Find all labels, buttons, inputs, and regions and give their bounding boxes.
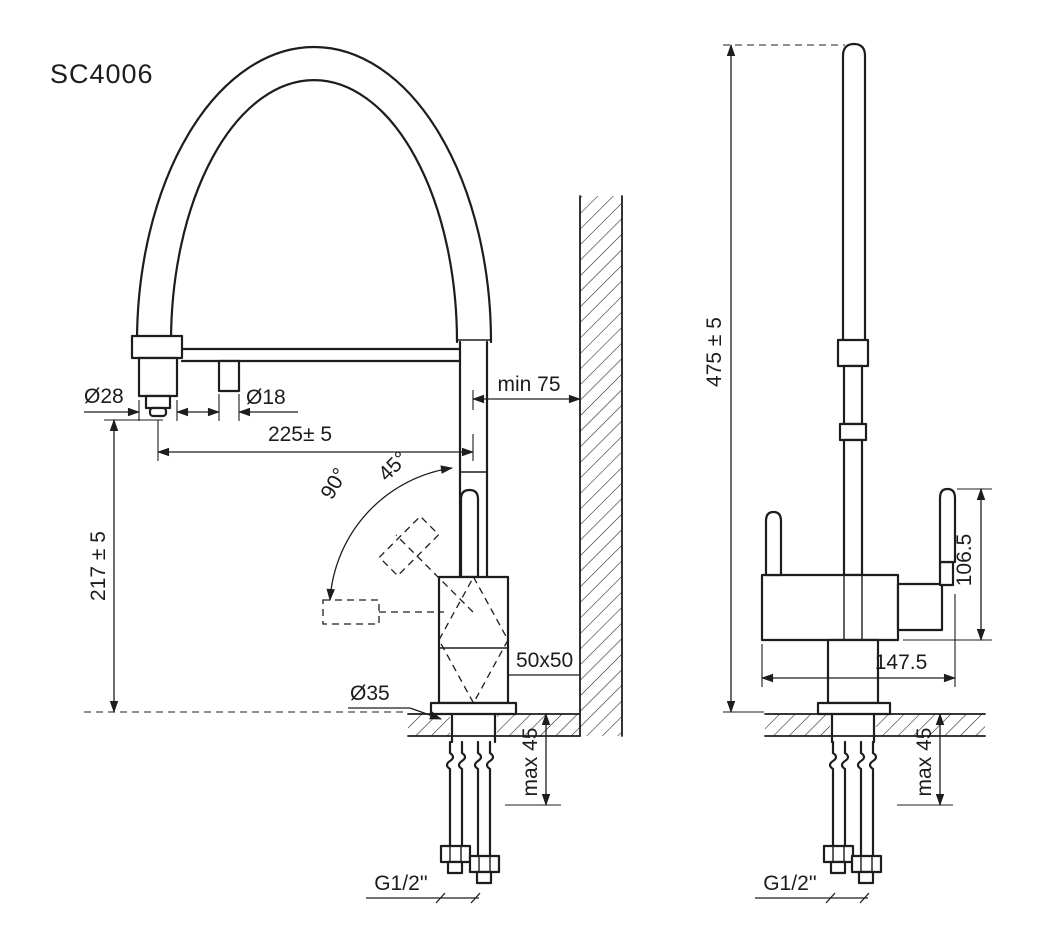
swivel-angle-half-label: 45° xyxy=(374,447,413,486)
spray-head-nozzle xyxy=(148,406,168,418)
dim-spray-diameter: Ø28 xyxy=(84,385,221,421)
swivel-45-centerline xyxy=(395,534,474,613)
overall-height-label: 475 ± 5 xyxy=(703,317,726,387)
tick-marks xyxy=(825,892,870,904)
spray-head-body xyxy=(137,356,179,398)
faucet-front xyxy=(130,45,518,744)
model-label: SC4006 xyxy=(50,59,154,89)
body-joint-lines xyxy=(843,574,863,641)
dim-dock-diameter: Ø18 xyxy=(218,386,298,421)
dim-thread-side: G1/2'' xyxy=(755,872,870,904)
body-cube xyxy=(437,575,510,705)
upper-column xyxy=(842,364,864,426)
tick-marks xyxy=(435,892,481,904)
supply-hoses-front xyxy=(439,740,501,885)
deck-thickness-side-label: max 45 xyxy=(913,728,936,797)
spout-position-90 xyxy=(322,599,380,625)
dim-deck-thickness-front: max 45 xyxy=(505,712,561,807)
handle-offset-label: 106.5 xyxy=(953,534,976,587)
dim-spout-reach: 225± 5 xyxy=(156,420,475,461)
countertop-side xyxy=(764,713,986,737)
base-flange-side xyxy=(816,701,892,716)
left-handle xyxy=(764,510,783,577)
gooseneck-outer-arc xyxy=(135,45,493,344)
swivel-angle-full-label: 90° xyxy=(316,464,352,503)
faucet-side xyxy=(760,42,957,744)
spout-position-45 xyxy=(378,515,440,577)
hose-end xyxy=(829,860,847,875)
column-ring xyxy=(838,422,868,442)
front-view: SC4006 xyxy=(50,45,623,904)
hex-nut xyxy=(850,854,883,874)
hose-end xyxy=(475,870,493,885)
spray-diameter-label: Ø28 xyxy=(84,385,124,408)
swivel-arc xyxy=(326,465,454,602)
wall-clearance-label: min 75 xyxy=(497,373,560,396)
body-section-label: 50x50 xyxy=(516,649,573,672)
base-flange-front xyxy=(429,701,518,716)
spray-head-tip xyxy=(144,394,172,410)
dim-body-section: 50x50 xyxy=(507,649,579,676)
spout-collar xyxy=(836,338,870,368)
body-block xyxy=(760,573,900,642)
outlet-height-label: 217 ± 5 xyxy=(87,531,110,601)
wall-hatch xyxy=(580,196,622,736)
thread-side-label: G1/2'' xyxy=(763,872,817,895)
spray-head-collar xyxy=(130,334,184,360)
spout-reach-label: 225± 5 xyxy=(268,423,332,446)
dim-thread-front: G1/2'' xyxy=(366,872,481,904)
side-view: 475 ± 5 106.5 147.5 max 45 G1/2'' xyxy=(703,42,992,904)
deck-thickness-front-label: max 45 xyxy=(519,728,542,797)
dim-wall-clearance: min 75 xyxy=(471,373,582,410)
gooseneck-inner-arc xyxy=(169,78,459,344)
hose-end xyxy=(446,860,464,875)
dim-overall-height: 475 ± 5 xyxy=(703,43,845,714)
hex-nut xyxy=(439,844,472,864)
right-handle-neck xyxy=(938,560,955,587)
wall-section xyxy=(579,195,623,737)
lever-handle-front xyxy=(459,488,480,579)
dim-body-width: 147.5 xyxy=(760,594,957,687)
dim-outlet-height: 217 ± 5 xyxy=(84,418,406,714)
thread-front-label: G1/2'' xyxy=(374,872,428,895)
right-handle xyxy=(938,487,957,564)
dock-diameter-label: Ø18 xyxy=(246,386,286,409)
hex-nut xyxy=(468,854,501,874)
side-outlet xyxy=(896,582,944,632)
lower-column xyxy=(826,638,880,705)
body-width-label: 147.5 xyxy=(875,651,928,674)
dock-pin xyxy=(217,359,241,393)
hex-nut xyxy=(822,844,855,864)
hose-end xyxy=(857,870,875,885)
supply-hoses-side xyxy=(822,740,883,885)
mount-hole-label: Ø35 xyxy=(350,682,390,705)
dim-mount-hole: Ø35 xyxy=(348,682,443,720)
dim-handle-offset: 106.5 xyxy=(903,487,992,642)
mid-column xyxy=(842,438,864,577)
spout-tube xyxy=(841,42,867,344)
dim-deck-thickness-side: max 45 xyxy=(897,712,953,807)
